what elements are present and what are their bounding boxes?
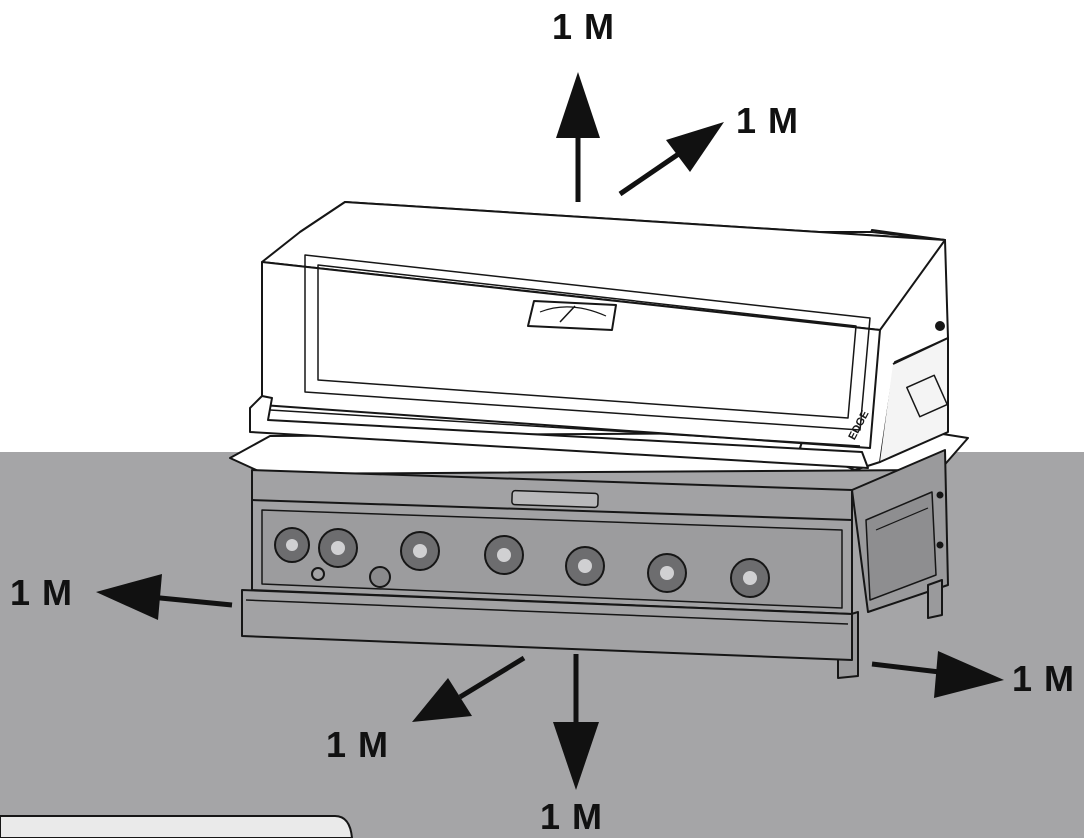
- arrow-down-head: [553, 722, 599, 790]
- side-bolt: [936, 541, 944, 549]
- front-rail: [241, 589, 853, 661]
- brand-plate: [511, 489, 599, 509]
- arrow-right-shaft: [871, 661, 949, 676]
- clearance-arrows: [96, 72, 1004, 790]
- rail-line: [245, 599, 849, 625]
- ignition-button: [311, 567, 325, 581]
- arrow-upright-head: [666, 122, 724, 172]
- arrow-upright-shaft: [618, 150, 682, 197]
- side-panel-detail: [865, 491, 937, 601]
- clearance-label-front: 1 M: [540, 796, 604, 837]
- hood-top-face: [261, 201, 946, 331]
- hinge-cutout: [906, 374, 948, 418]
- thermometer: [527, 300, 617, 331]
- clearance-label-left: 1 M: [10, 572, 74, 613]
- hood-handle: [249, 395, 869, 469]
- arrow-downleft-head: [412, 678, 472, 722]
- hood-hinge-plate: [879, 337, 949, 463]
- body-seam: [251, 499, 853, 521]
- light-switch: [369, 566, 391, 588]
- built-in-grill: [229, 201, 969, 679]
- side-bolt: [936, 491, 944, 499]
- arrow-left-shaft: [149, 594, 233, 608]
- clearance-label-right: 1 M: [1012, 658, 1076, 699]
- arrow-downleft-shaft: [458, 655, 526, 700]
- handle-edge: [269, 409, 861, 447]
- arrow-up-head: [556, 72, 600, 138]
- corner-tab: [0, 815, 354, 838]
- hood-window-outer: [304, 254, 871, 431]
- hood-knob: [935, 321, 945, 331]
- thermometer-dial: [539, 306, 607, 317]
- arrow-left-head: [96, 574, 162, 620]
- side-panel-line: [875, 507, 929, 531]
- hood-window-inner: [317, 264, 857, 419]
- rear-leg: [927, 579, 943, 619]
- clearance-label-front-left: 1 M: [326, 724, 390, 765]
- hood-front: [261, 261, 881, 449]
- control-panel: [261, 509, 843, 609]
- clearance-label-top-back: 1 M: [736, 100, 800, 141]
- thermometer-needle: [559, 305, 576, 323]
- knob-markers: [286, 539, 757, 585]
- clearance-label-top: 1 M: [552, 6, 616, 47]
- arrow-right-head: [934, 651, 1004, 698]
